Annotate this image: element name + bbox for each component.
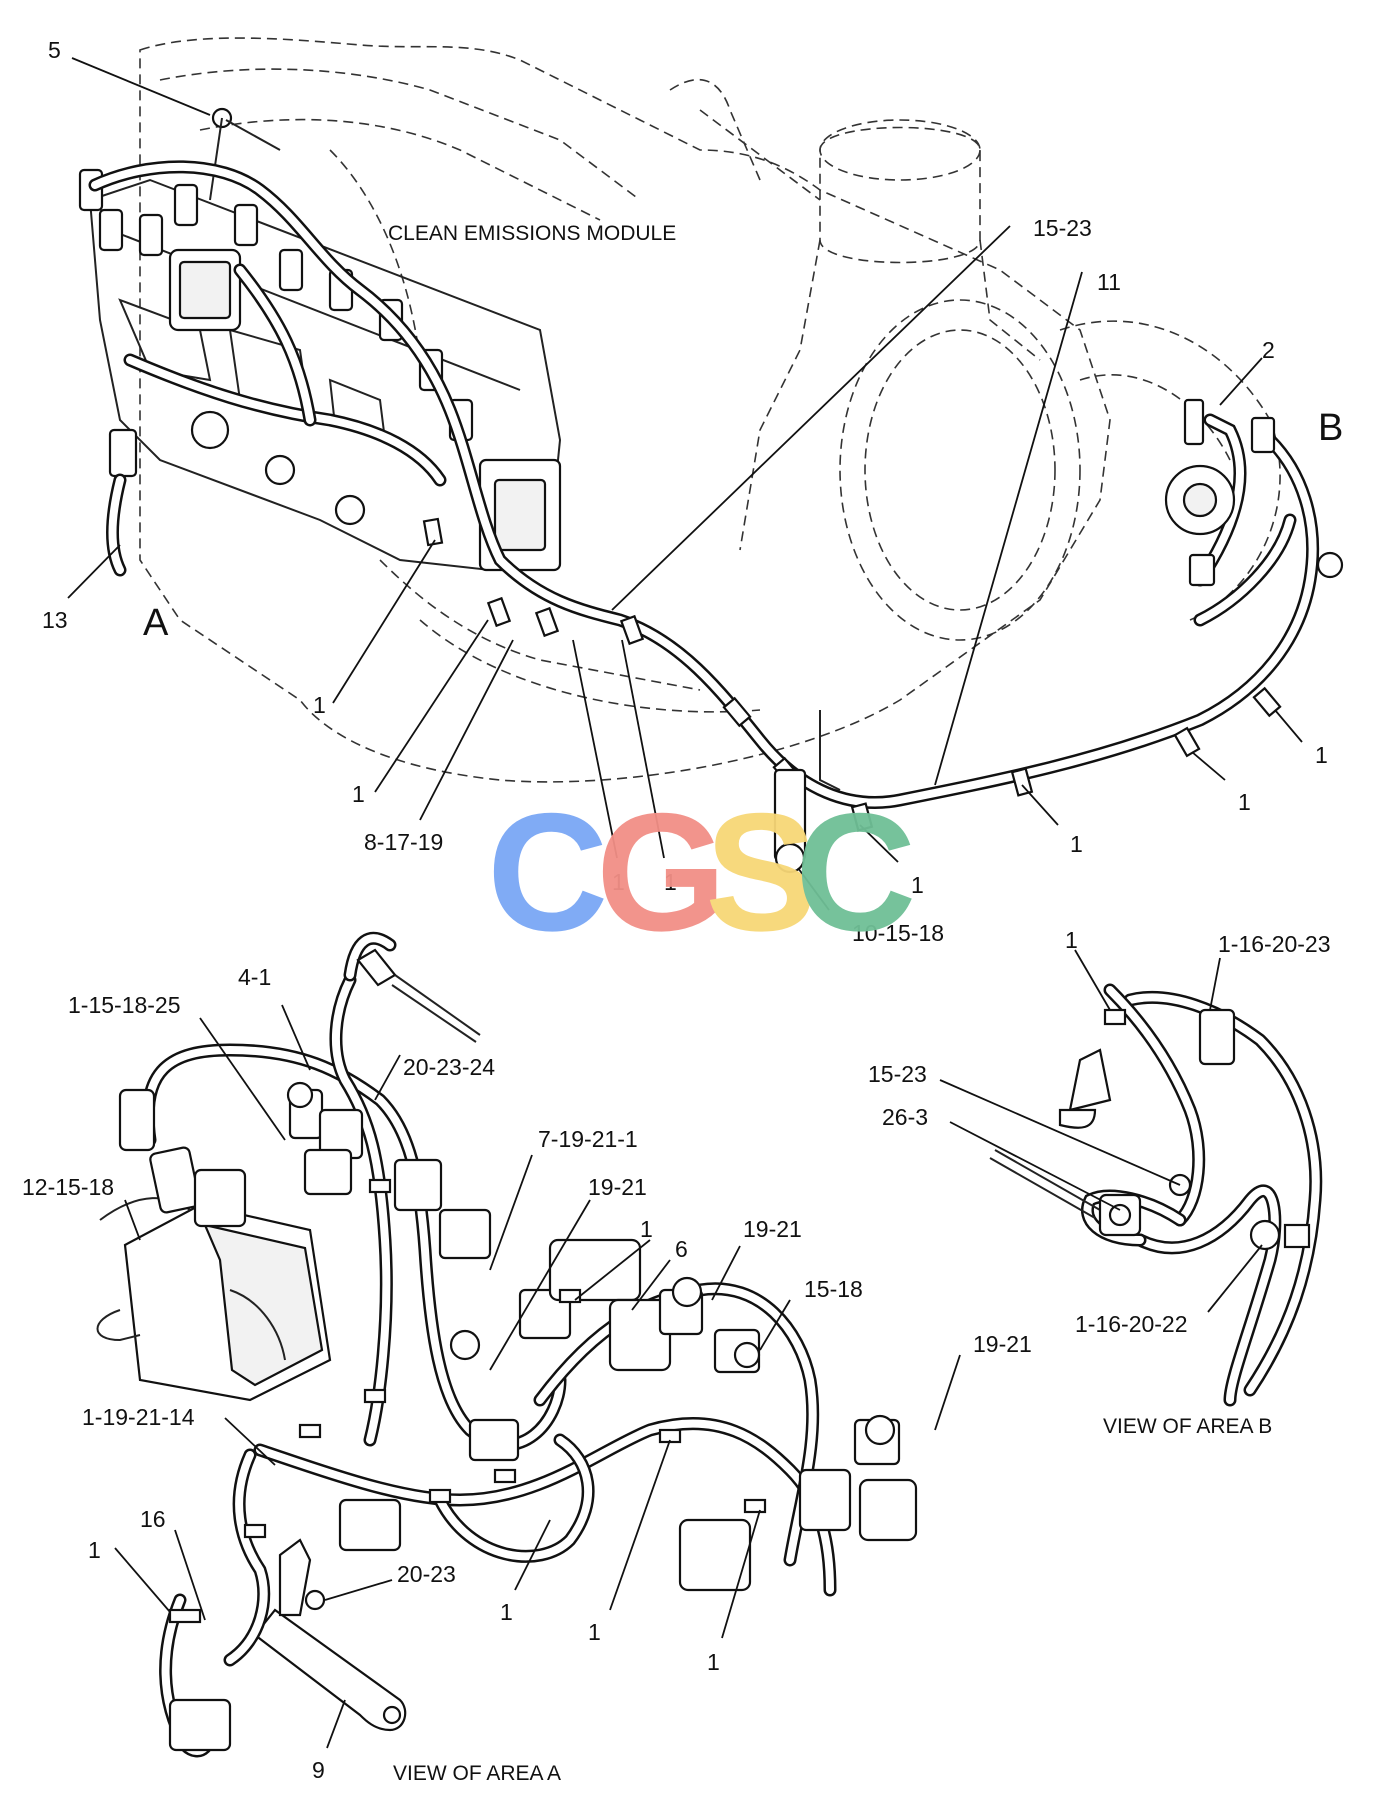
callout-label: 1 [911,872,924,898]
callout-label: 1-16-20-22 [1075,1311,1188,1337]
callout-label: 1 [588,1619,601,1645]
callout-label: 1 [1238,789,1251,815]
callout-label: 1 [1065,927,1078,953]
callout-label: 15-23 [868,1061,927,1087]
callout-label: 1-16-20-23 [1218,931,1331,957]
watermark-logo: C G S C [487,778,916,966]
callout-label: 1 [352,781,365,807]
callout-label: 1 [1070,831,1083,857]
callout-label: 13 [42,607,68,633]
callout-label: 1-19-21-14 [82,1404,195,1430]
callout-label: 20-23 [397,1561,456,1587]
module-caption: CLEAN EMISSIONS MODULE [388,222,676,245]
callout-label: 16 [140,1506,166,1532]
callout-label: 4-1 [238,964,271,990]
view-b-caption: VIEW OF AREA B [1103,1415,1272,1438]
callout-label: 1 [1315,742,1328,768]
callout-label: 1 [88,1537,101,1563]
callout-label: 11 [1097,269,1121,295]
area-b-detail [989,983,1323,1407]
callout-label: 19-21 [588,1174,647,1200]
callout-label: 15-18 [804,1276,863,1302]
callout-label: 8-17-19 [364,829,443,855]
watermark-letter: C [795,778,916,966]
callout-label: 9 [312,1757,325,1783]
callout-label: 5 [48,37,61,63]
callout-label: 1 [612,869,625,895]
callout-label: 19-21 [743,1216,802,1242]
callout-label: 20-23-24 [403,1054,495,1080]
callout-label: 6 [675,1236,688,1262]
callout-label: 15-23 [1033,215,1092,241]
watermark-letter: S [705,778,817,966]
callout-label: 19-21 [973,1331,1032,1357]
callout-label: 2 [1262,337,1275,363]
engine-assembly [78,37,1344,874]
watermark-letter: C [487,778,608,966]
callout-label: 1 [500,1599,513,1625]
callout-labels: CLEAN EMISSIONS MODULE A B 5 15-23 11 2 … [22,37,1343,1785]
area-b-letter: B [1318,407,1343,449]
view-a-caption: VIEW OF AREA A [393,1762,561,1785]
area-a-detail [96,931,918,1758]
callout-label: 26-3 [882,1104,928,1130]
area-a-letter: A [143,602,169,644]
callout-label: 1 [640,1216,653,1242]
callout-label: 1 [707,1649,720,1675]
callout-label: 1 [664,869,677,895]
callout-label: 12-15-18 [22,1174,114,1200]
callout-label: 10-15-18 [852,920,944,946]
callout-label: 1 [313,692,326,718]
watermark-letter: G [596,778,727,966]
leader-lines [67,57,1303,1749]
callout-label: 1-15-18-25 [68,992,181,1018]
callout-label: 7-19-21-1 [538,1126,638,1152]
